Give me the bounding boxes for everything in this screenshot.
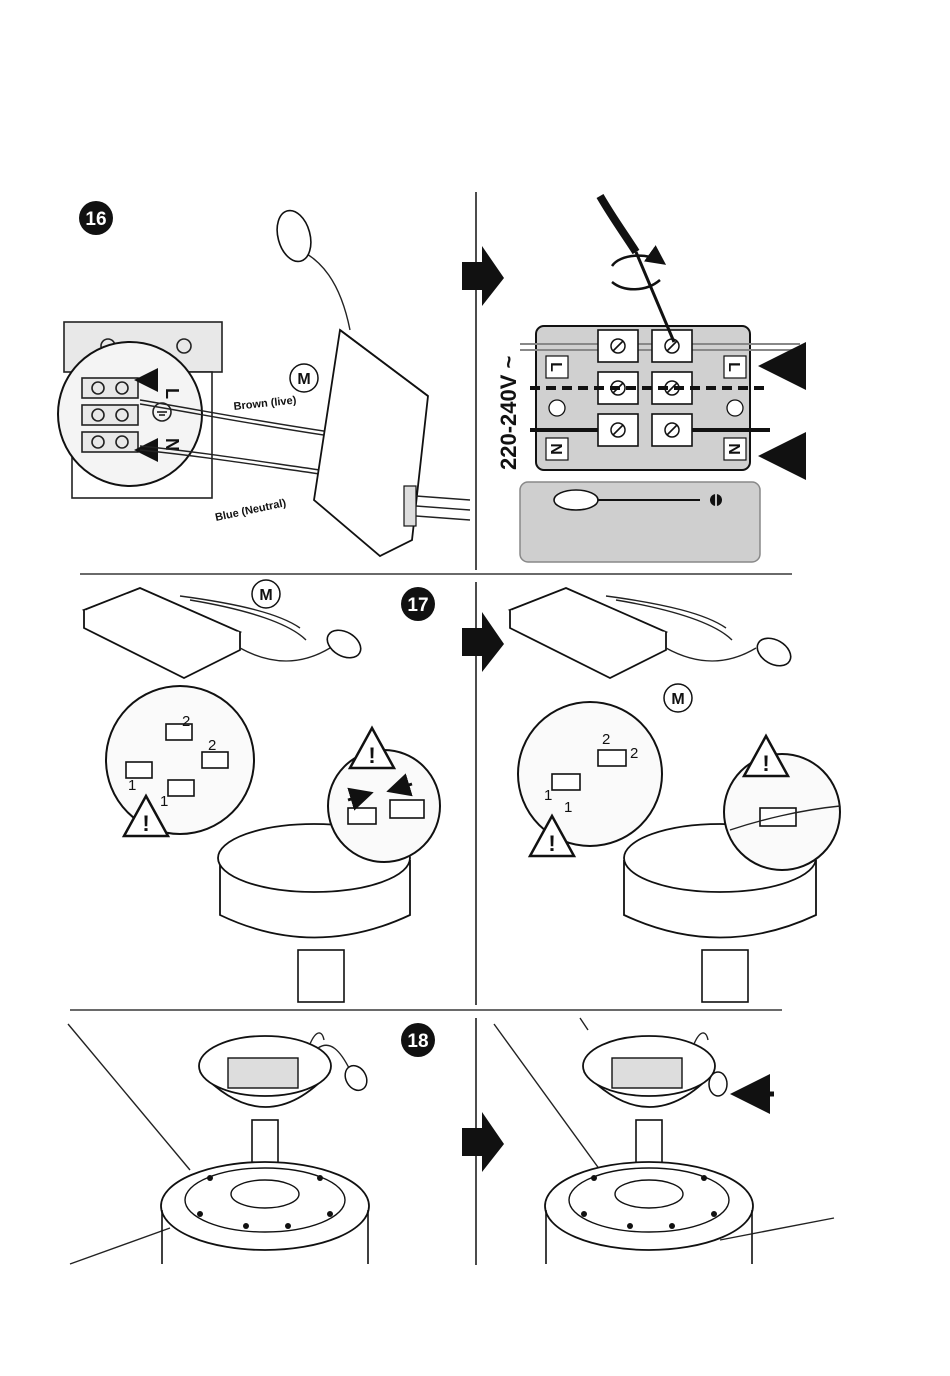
motor-mounting-plate xyxy=(545,1162,753,1264)
terminal-right-neutral: N xyxy=(725,443,742,455)
blue-neutral-label: Blue (Neutral) xyxy=(214,497,287,524)
step18-right-panel xyxy=(462,1018,834,1264)
warning-symbol: ! xyxy=(142,811,149,836)
warning-symbol: ! xyxy=(762,751,769,776)
connector-zoom-left: 2 2 1 1 xyxy=(518,702,662,846)
step18-left-panel: 18 xyxy=(68,1023,435,1264)
connector-2-label: 2 xyxy=(208,737,216,754)
step17-right-panel: M 2 2 1 1 ! ! xyxy=(462,588,840,1002)
motor-mounting-plate xyxy=(161,1162,369,1264)
connector-1-label: 1 xyxy=(160,793,168,810)
motor-marker-text: M xyxy=(259,587,272,604)
connector-1-label: 1 xyxy=(564,799,572,816)
antenna-cap xyxy=(709,1072,727,1096)
connector-2-label: 2 xyxy=(630,745,638,762)
step17-left-panel: 17 M 2 2 1 1 xyxy=(84,580,440,1002)
receiver-box xyxy=(510,588,732,678)
terminal-right-live: L xyxy=(725,362,742,372)
step18-number: 18 xyxy=(407,1031,428,1052)
motor-marker: M xyxy=(290,364,318,392)
step17-number: 17 xyxy=(407,595,428,616)
step16-number: 16 xyxy=(85,209,106,230)
brown-live-label: Brown (live) xyxy=(233,394,297,413)
step17-badge: 17 xyxy=(401,587,435,621)
warning-symbol: ! xyxy=(548,831,555,856)
motor-marker-text: M xyxy=(671,691,684,708)
step16-left-panel: 16 L N xyxy=(58,201,470,556)
terminal-left-neutral: N xyxy=(547,443,564,455)
step16-badge: 16 xyxy=(79,201,113,235)
antenna-cap xyxy=(341,1062,371,1095)
canopy-with-receiver xyxy=(199,1033,371,1180)
connector-1-label: 1 xyxy=(128,777,136,794)
connector-zoom-left: 2 2 1 1 xyxy=(106,686,254,834)
connector-2-label: 2 xyxy=(602,731,610,748)
step18-badge: 18 xyxy=(401,1023,435,1057)
screwdriver-icon xyxy=(554,490,598,510)
antenna-cap xyxy=(272,207,350,330)
terminal-left-live: L xyxy=(547,362,564,372)
screwdriver-hand xyxy=(600,196,674,342)
voltage-label: 220-240V ~ xyxy=(496,355,521,470)
connector-2-label: 2 xyxy=(182,713,190,730)
warning-triangle-icon: ! xyxy=(350,728,394,768)
canopy-with-receiver xyxy=(583,1033,727,1180)
motor-marker: M xyxy=(252,580,280,608)
screwdriver-tool-box xyxy=(520,482,760,562)
next-step-arrow-icon xyxy=(462,612,504,672)
terminal-live-label: L xyxy=(162,388,182,399)
terminal-block-diagram: L L N N xyxy=(520,326,800,470)
motor-marker-text: M xyxy=(297,371,310,388)
terminal-block-zoom: L N xyxy=(58,342,202,486)
warning-symbol: ! xyxy=(368,743,375,768)
next-step-arrow-icon xyxy=(462,246,504,306)
next-step-arrow-icon xyxy=(462,1112,504,1172)
receiver-box xyxy=(314,330,470,556)
antenna-cap xyxy=(240,625,366,664)
step16-right-panel: 220-240V ~ L xyxy=(462,196,800,562)
connector-1-label: 1 xyxy=(544,787,552,804)
motor-marker: M xyxy=(664,684,692,712)
